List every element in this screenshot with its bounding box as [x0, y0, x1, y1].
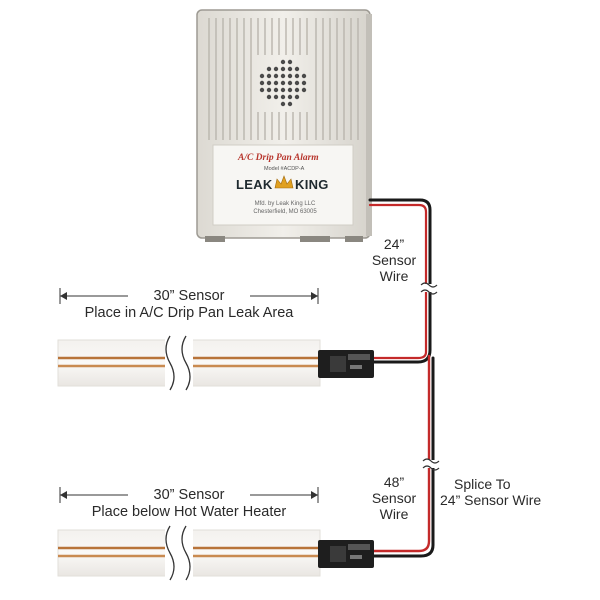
speaker-grille: [259, 59, 307, 107]
sensor-strip-bottom: [57, 525, 321, 581]
device-manufacturer: Mfd. by Leak King LLC Chesterfield, MO 6…: [243, 201, 327, 216]
alarm-device: [196, 9, 372, 242]
sensor-bottom-placement: Place below Hot Water Heater: [91, 503, 287, 520]
wire-24-length: 24”: [383, 236, 405, 252]
crown-icon: [274, 175, 294, 189]
mfr-line-2: Chesterfield, MO 63005: [253, 208, 317, 215]
brand-left: LEAK: [236, 177, 273, 192]
dimension-line-top: [59, 288, 319, 304]
wire-24-sensor: Sensor: [371, 252, 417, 269]
wire-48-label: 48” Sensor Wire: [365, 474, 423, 522]
dimension-line-bottom: [59, 487, 319, 503]
device-model: Model #ACDP-A: [264, 166, 305, 172]
wire-48-length: 48”: [383, 474, 405, 490]
wire-48: [370, 354, 435, 558]
wire-24-label: 24” Sensor Wire: [365, 236, 423, 284]
wire-24-wire: Wire: [379, 268, 409, 285]
sensor-strip-top: [57, 335, 321, 391]
device-title: A/C Drip Pan Alarm: [238, 153, 319, 163]
wire-break-48: [422, 458, 440, 471]
connector-bottom: [318, 540, 374, 568]
sensor-top-label: 30” Sensor Place in A/C Drip Pan Leak Ar…: [58, 288, 320, 321]
wire-break-24: [420, 282, 438, 295]
splice-label: Splice To 24” Sensor Wire: [440, 476, 590, 508]
splice-line-2: 24” Sensor Wire: [440, 492, 542, 509]
sensor-top-length: 30” Sensor: [153, 288, 225, 304]
wire-48-sensor: Sensor: [371, 490, 417, 507]
sensor-bottom-label: 30” Sensor Place below Hot Water Heater: [58, 487, 320, 520]
brand-right: KING: [295, 177, 329, 192]
wire-48-wire: Wire: [379, 506, 409, 523]
mfr-line-1: Mfd. by Leak King LLC: [254, 201, 316, 207]
sensor-top-placement: Place in A/C Drip Pan Leak Area: [84, 304, 294, 321]
sensor-bottom-length: 30” Sensor: [153, 487, 225, 503]
splice-line-1: Splice To: [454, 476, 511, 492]
connector-top: [318, 350, 374, 378]
device-ribs: [208, 18, 359, 140]
wire-24-red: [368, 203, 428, 360]
wire-24-black: [368, 198, 432, 364]
